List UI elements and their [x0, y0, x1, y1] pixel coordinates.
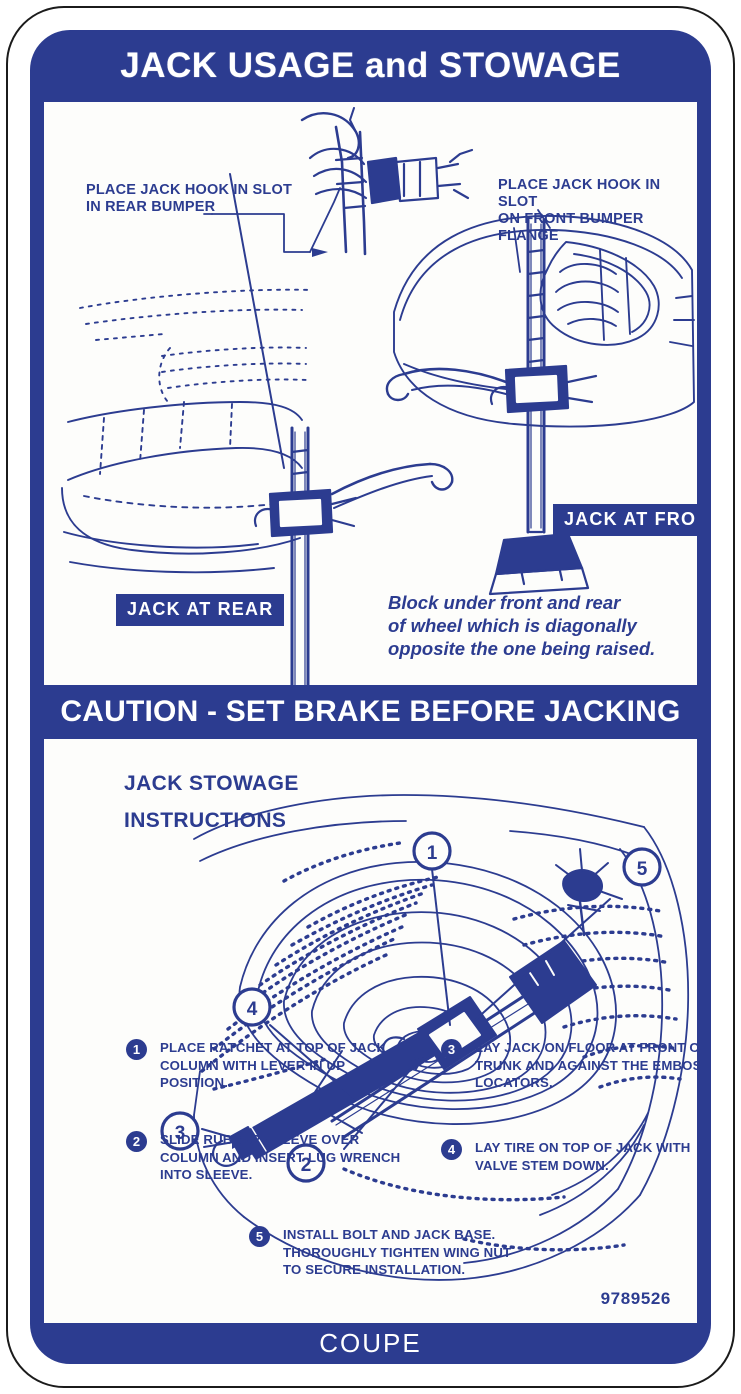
- step-text-5: INSTALL BOLT AND JACK BASE. THOROUGHLY T…: [283, 1227, 512, 1277]
- label-jack-at-rear: JACK AT REAR: [116, 594, 285, 626]
- body-style-label: COUPE: [319, 1328, 422, 1358]
- diagram-markers: 1 2 3 4 5: [160, 831, 662, 1183]
- caution-text: CAUTION - SET BRAKE BEFORE JACKING: [60, 695, 681, 728]
- step-bullet-1: 1: [126, 1039, 147, 1060]
- rear-bumper-hook-detail: [300, 107, 474, 256]
- callout-front-flange: PLACE JACK HOOK IN SLOT ON FRONT BUMPER …: [498, 177, 661, 244]
- step-bullet-2: 2: [126, 1131, 147, 1152]
- footer-bar: COUPE: [30, 1323, 711, 1364]
- stowage-heading: JACK STOWAGE INSTRUCTIONS: [124, 772, 299, 832]
- trunk-panel-lines: [193, 794, 690, 1281]
- front-fender-illustration: [393, 215, 695, 428]
- page-title: JACK USAGE and STOWAGE: [120, 46, 621, 85]
- stowage-step-4: 4 LAY TIRE ON TOP OF JACK WITH VALVE STE…: [441, 1139, 697, 1174]
- step-text-3: LAY JACK ON FLOOR AT FRONT OF TRUNK AND …: [475, 1040, 697, 1090]
- step-text-4: LAY TIRE ON TOP OF JACK WITH VALVE STEM …: [475, 1140, 691, 1173]
- title-bar: JACK USAGE and STOWAGE: [30, 30, 711, 102]
- step-bullet-4: 4: [441, 1139, 462, 1160]
- stowage-step-3: 3 LAY JACK ON FLOOR AT FRONT OF TRUNK AN…: [441, 1039, 697, 1092]
- step-text-2: SLIDE RUBBER SLEEVE OVER COLUMN AND INSE…: [160, 1132, 401, 1182]
- callout-rear-bumper: PLACE JACK HOOK IN SLOT IN REAR BUMPER: [86, 182, 292, 215]
- svg-text:4: 4: [247, 999, 258, 1020]
- part-number: 9789526: [600, 1289, 671, 1308]
- jack-stowage-section: 1 2 3 4 5 JACK STOWAGE INSTRUCTIONS 1: [44, 739, 697, 1323]
- instruction-decal-card: JACK USAGE and STOWAGE: [6, 6, 735, 1388]
- jack-at-front: [385, 218, 598, 596]
- stowed-jack-column: [330, 848, 609, 1139]
- step-bullet-5: 5: [249, 1226, 270, 1247]
- block-wheel-note: Block under front and rear of wheel whic…: [388, 592, 656, 659]
- step-text-1: PLACE RATCHET AT TOP OF JACK COLUMN WITH…: [160, 1040, 387, 1090]
- label-jack-at-front: JACK AT FRONT: [553, 504, 697, 536]
- step-bullet-3: 3: [441, 1039, 462, 1060]
- svg-text:5: 5: [637, 859, 648, 880]
- stowage-step-2: 2 SLIDE RUBBER SLEEVE OVER COLUMN AND IN…: [126, 1131, 426, 1184]
- blue-panel: JACK USAGE and STOWAGE: [30, 30, 711, 1364]
- stowage-step-1: 1 PLACE RATCHET AT TOP OF JACK COLUMN WI…: [126, 1039, 426, 1092]
- stowage-step-5: 5 INSTALL BOLT AND JACK BASE. THOROUGHLY…: [249, 1226, 579, 1279]
- rear-bumper-illustration: [61, 288, 313, 574]
- svg-text:1: 1: [427, 843, 438, 864]
- jack-usage-section: PLACE JACK HOOK IN SLOT IN REAR BUMPER P…: [44, 102, 697, 685]
- caution-banner: CAUTION - SET BRAKE BEFORE JACKING: [30, 685, 711, 739]
